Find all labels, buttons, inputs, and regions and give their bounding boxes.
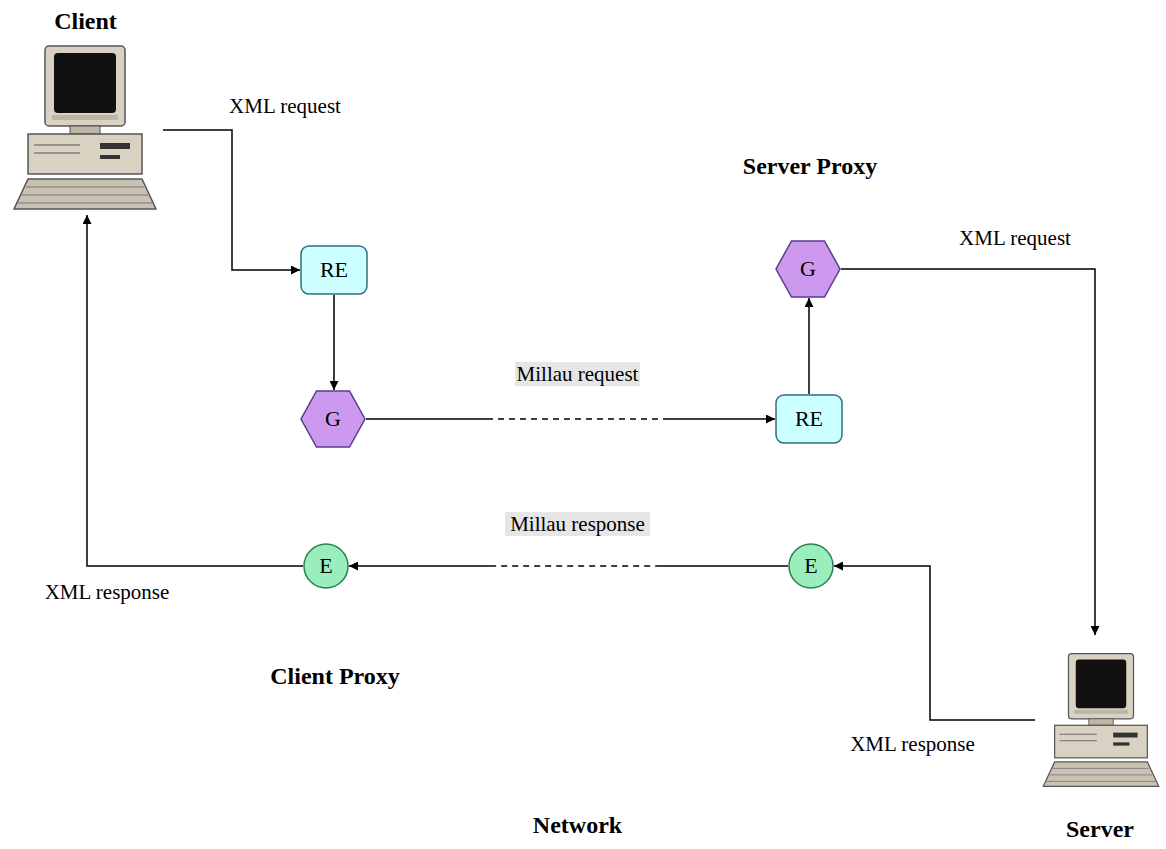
edge-label: XML response [815,732,1010,756]
flow-arrow [366,419,775,420]
proxy-band: Server ProxyGREE [737,150,883,640]
network-ellipse-fill [485,35,670,805]
node-label: RE [795,407,823,431]
node-label: G [800,257,816,281]
network-ellipse: Network [485,35,670,845]
edge-label: XML response [12,580,202,604]
node-label: RE [320,258,348,282]
node-label: E [319,554,332,578]
flow-arrow [349,566,788,567]
flow-arrow [334,295,335,390]
server-computer: Server [1035,635,1165,845]
edge-label: XML request [195,94,375,118]
node-label: Network [445,811,710,839]
re-box: RE [300,245,368,295]
g-hexagon: G [300,390,366,448]
node-label: Server Proxy [697,152,923,180]
flow-arrow [87,215,303,566]
node-label: G [325,407,341,431]
client-computer-icon [10,45,160,210]
node-label: E [804,554,817,578]
node-label: Client [0,7,203,35]
g-hexagon: G [775,240,841,298]
edge-label: Millau response [505,512,650,536]
flow-arrow [163,130,300,270]
flow-arrow [809,298,810,394]
client-computer: Client [8,5,163,215]
server-computer-icon [1040,640,1162,800]
re-box: RE [775,394,843,444]
e-circle: E [303,543,349,589]
edge-label: XML request [925,226,1105,250]
node-label: Client Proxy [222,662,448,690]
e-circle: E [788,543,834,589]
flow-arrow [841,269,1095,635]
node-label: Server [995,815,1166,843]
edge-label: Millau request [515,362,640,386]
proxy-band: Client ProxyREGE [262,192,408,692]
flow-arrow [834,566,1035,720]
